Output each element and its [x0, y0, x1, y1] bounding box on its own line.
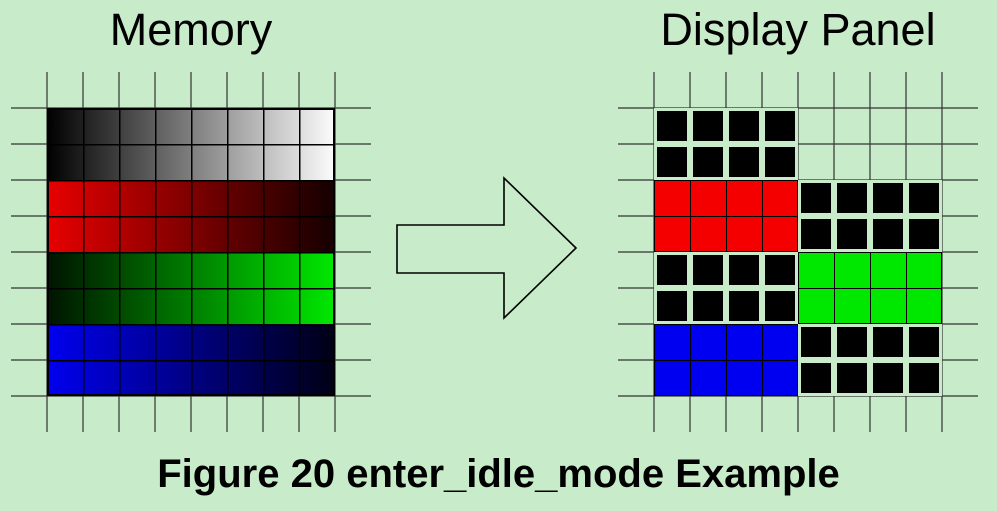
display-quadrant-lower-mid-left-black-tiles [654, 252, 798, 324]
display-pixel-tile [837, 183, 867, 213]
display-pixel-tile [729, 147, 759, 177]
display-pixel-tile [765, 255, 795, 285]
display-pixel-tile [909, 327, 939, 357]
display-pixel-tile [873, 327, 903, 357]
display-pixel-tile [801, 327, 831, 357]
figure-caption: Figure 20 enter_idle_mode Example [157, 452, 840, 496]
memory-grid [11, 72, 371, 432]
display-pixel-tile [909, 183, 939, 213]
display-panel-grid [618, 72, 978, 432]
display-pixel-tile [909, 363, 939, 393]
display-pixel-tile [909, 219, 939, 249]
display-pixel-tile [693, 147, 723, 177]
memory-title: Memory [109, 4, 273, 55]
display-quadrant-upper-mid-left-red [654, 180, 798, 252]
display-quadrant-top-left-black-tiles [654, 108, 798, 180]
display-pixel-tile [837, 363, 867, 393]
display-pixel-tile [765, 147, 795, 177]
display-pixel-tile [729, 111, 759, 141]
memory-to-panel-arrow-icon [396, 176, 578, 320]
display-pixel-tile [657, 255, 687, 285]
display-quadrant-upper-mid-right-black-tiles [798, 180, 942, 252]
display-pixel-tile [837, 327, 867, 357]
display-panel-title: Display Panel [660, 4, 936, 55]
display-pixel-tile [873, 363, 903, 393]
display-pixel-tile [693, 255, 723, 285]
display-pixel-tile [873, 183, 903, 213]
display-pixel-tile [801, 363, 831, 393]
display-pixel-tile [693, 111, 723, 141]
display-pixel-tile [765, 111, 795, 141]
memory-grid-lines [47, 108, 335, 396]
display-pixel-tile [657, 147, 687, 177]
memory-pixel-area [47, 108, 335, 396]
display-pixel-tile [801, 219, 831, 249]
display-pixel-tile [657, 111, 687, 141]
display-quadrant-bottom-right-black-tiles [798, 324, 942, 396]
display-pixel-tile [693, 291, 723, 321]
display-pixel-tile [765, 291, 795, 321]
display-quadrant-bottom-left-blue [654, 324, 798, 396]
display-pixel-tile [729, 255, 759, 285]
display-pixel-tile [801, 183, 831, 213]
display-pixel-tile [837, 219, 867, 249]
display-pixel-tile [729, 291, 759, 321]
display-pixel-tile [657, 291, 687, 321]
display-pixel-tile [873, 219, 903, 249]
display-pixel-area [654, 108, 942, 396]
display-quadrant-lower-mid-right-green [798, 252, 942, 324]
